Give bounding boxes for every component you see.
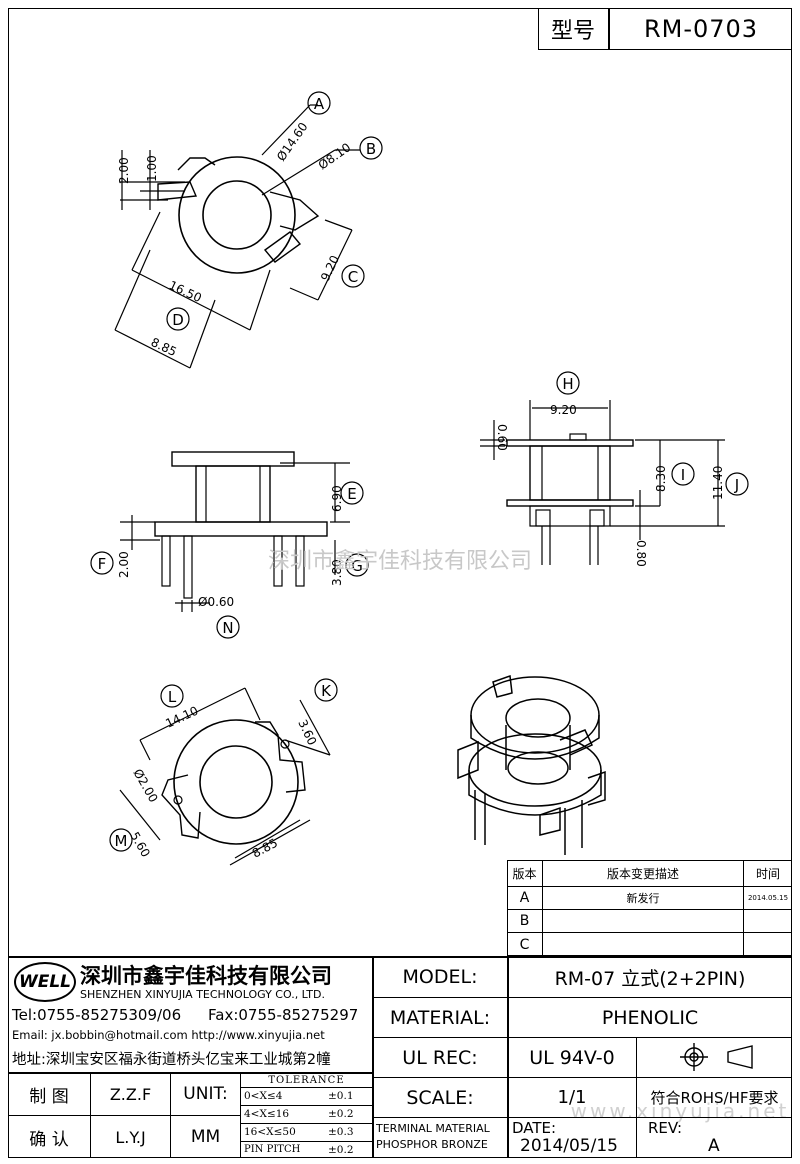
dim-w: 16.50 [167,278,204,305]
ulrec-label: UL REC: [402,1046,478,1069]
dim-k: 3.60 [295,717,319,747]
front-view [480,400,725,565]
callout-i: I [681,466,685,484]
dim-top: 0.60 [495,424,509,451]
dim-p: Ø2.00 [130,767,160,805]
rev-header-desc: 版本变更描述 [606,866,679,881]
terminal-line2: PHOSPHOR BRONZE [376,1138,488,1151]
model-header [538,8,792,50]
callout-h: H [562,375,573,393]
callout-a: A [314,95,325,113]
callout-k: K [321,682,332,700]
unit-value: MM [190,1127,221,1147]
watermark-url: www.xinyujia.net [571,1099,790,1123]
company-name-en: SHENZHEN XINYUJIA TECHNOLOGY CO., LTD. [80,988,325,1001]
dim-n: Ø0.60 [198,595,234,609]
callout-e: E [347,485,356,503]
callout-m: M [115,832,128,850]
rev-row-ver: B [519,913,530,929]
company-fax: Fax:0755-85275297 [208,1006,359,1024]
drawing-frame [8,8,792,1158]
callout-l: L [168,688,177,706]
callout-n: N [222,619,233,637]
dim-e: 6.90 [330,485,344,512]
callout-f: F [98,555,107,573]
revision-table [507,860,792,956]
dim-b: Ø8.10 [316,140,354,172]
rev-row-ver: C [519,936,530,953]
company-address: 地址:深圳宝安区福永街道桥头亿宝来工业城第2幢 [12,1052,331,1068]
top-view [114,104,360,369]
rev-label: REV: [648,1119,682,1137]
check-name: L.Y.J [115,1127,146,1147]
check-label: 确 认 [29,1129,69,1150]
dim-t2: 1.00 [145,155,159,182]
dim-h: 9.20 [550,403,577,417]
date-value: 2014/05/15 [520,1136,618,1156]
draw-label: 制 图 [29,1086,69,1107]
company-email: Email: jx.bobbin@hotmail.com http://www.… [12,1028,325,1042]
callout-g: G [351,557,363,575]
callout-c: C [348,268,358,286]
type-label: 型号 [550,19,595,44]
date-label: DATE: [512,1119,557,1137]
tol-range: 4<X≤16 [244,1108,290,1120]
dim-l: 14.10 [163,704,200,731]
bottom-view [119,687,331,866]
callout-b: B [366,140,376,158]
draw-name: Z.Z.F [109,1084,152,1104]
dim-f: 2.00 [117,551,131,578]
tol-value: ±0.3 [328,1126,354,1138]
dim-d: 8.85 [149,335,179,359]
rev-row-desc: 新发行 [626,892,660,905]
rev-row-date: 2014.05.15 [747,894,789,902]
scale-label: SCALE: [406,1086,474,1109]
rohs-note: 符合ROHS/HF要求 [650,1089,779,1107]
callout-j: J [734,476,739,494]
dim-bottom: 0.80 [634,540,648,567]
dim-j: 11.40 [711,466,725,500]
tol-range: PIN PITCH [244,1144,301,1155]
terminal-line1: TERMINAL MATERIAL [376,1122,490,1135]
dim-c: 9.20 [318,253,342,283]
ulrec-value: UL 94V-0 [529,1046,615,1069]
rev-header-date: 时间 [755,866,780,881]
dim-i: 8.30 [654,465,668,492]
callout-d: D [172,311,184,329]
model-code: RM-0703 [643,15,759,43]
watermark: 深圳市鑫宇佳科技有限公司 [268,549,532,574]
company-tel: Tel:0755-85275309/06 [12,1006,182,1024]
tol-value: ±0.2 [328,1108,354,1120]
isometric-view [457,674,606,855]
company-name-cn: 深圳市鑫宇佳科技有限公司 [80,964,332,988]
dim-a: Ø14.60 [274,120,311,164]
rev-value: A [708,1136,720,1156]
material-value: PHENOLIC [601,1006,699,1029]
dim-t1: 2.00 [117,157,131,184]
unit-label: UNIT: [183,1084,228,1104]
company-logo: WELL [14,962,76,1002]
model-value: RM-07 立式(2+2PIN) [554,967,746,990]
projection-symbol-icon [680,1043,753,1071]
material-label: MATERIAL: [389,1006,491,1029]
scale-value: 1/1 [557,1087,587,1108]
side-view [120,451,350,612]
tolerance-title: TOLERANCE [268,1074,345,1086]
tol-value: ±0.1 [328,1090,354,1102]
rev-header-ver: 版本 [512,866,537,881]
tol-range: 16<X≤50 [244,1126,296,1138]
dim-g: 3.80 [330,559,344,586]
model-label: MODEL: [402,966,478,988]
tol-value: ±0.2 [328,1144,354,1156]
tol-range: 0<X≤4 [244,1090,283,1102]
rev-row-ver: A [519,890,530,906]
